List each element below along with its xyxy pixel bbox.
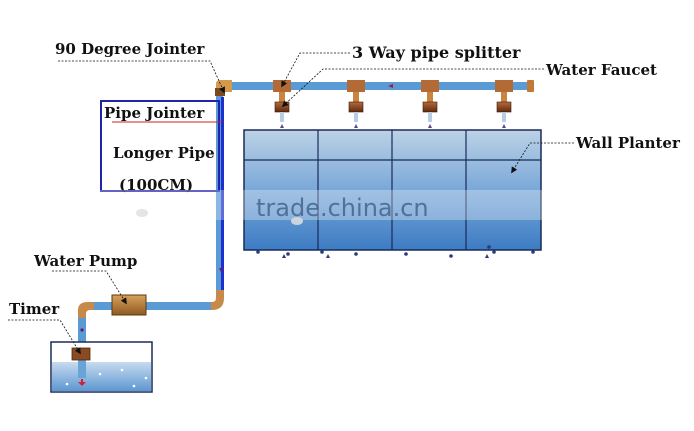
drip bbox=[404, 252, 408, 256]
drip bbox=[320, 250, 324, 254]
pipe-jointer-box bbox=[100, 100, 220, 192]
drip bbox=[487, 245, 491, 249]
degree-jointer-label: 90 Degree Jointer bbox=[55, 40, 206, 58]
splitter-leader bbox=[281, 52, 350, 88]
drip bbox=[449, 254, 453, 258]
splitter-stem bbox=[353, 92, 359, 102]
drip-nozzle bbox=[280, 112, 284, 122]
inlet-arrow-icon bbox=[78, 379, 86, 386]
timer-leader bbox=[8, 319, 81, 355]
faucet-label: Water Faucet bbox=[545, 61, 657, 79]
water-pump-label: Water Pump bbox=[33, 252, 137, 270]
bubble bbox=[144, 376, 148, 380]
drip bbox=[531, 250, 535, 254]
elbow-joint bbox=[215, 88, 225, 96]
drip-icon bbox=[502, 124, 506, 128]
splitter-stem bbox=[427, 92, 433, 102]
degree-jointer-leader bbox=[58, 60, 225, 94]
water-faucet bbox=[274, 101, 290, 113]
drip-nozzle bbox=[428, 112, 432, 122]
faucet-unit bbox=[347, 80, 365, 128]
bubbles bbox=[65, 368, 148, 388]
drip-nozzle bbox=[502, 112, 506, 122]
pipe-jointer-callout: Pipe Jointer Longer Pipe (100CM) bbox=[100, 100, 222, 194]
drip bbox=[256, 250, 260, 254]
faucet-unit bbox=[495, 80, 513, 128]
watermark-blob bbox=[291, 217, 303, 225]
drip bbox=[282, 254, 286, 258]
faucet-leader bbox=[281, 68, 544, 108]
drip bbox=[492, 250, 496, 254]
timer-label: Timer bbox=[9, 300, 60, 318]
drain-drips bbox=[256, 245, 535, 258]
flow-arrow-icon bbox=[219, 268, 223, 272]
drip bbox=[286, 252, 290, 256]
distribution-pipe bbox=[226, 80, 534, 92]
callouts: 90 Degree Jointer 3 Way pipe splitter Wa… bbox=[8, 40, 681, 355]
flow-arrow-icon bbox=[388, 84, 393, 88]
splitter-stem bbox=[279, 92, 285, 102]
drip bbox=[326, 254, 330, 258]
splitter-stem bbox=[501, 92, 507, 102]
three-way-splitter bbox=[495, 80, 513, 92]
three-way-splitter bbox=[421, 80, 439, 92]
watermark-text: trade.china.cn bbox=[256, 194, 429, 222]
watermark: trade.china.cn bbox=[95, 190, 545, 225]
bubble bbox=[120, 368, 124, 372]
faucet-unit bbox=[273, 80, 291, 128]
water-pump-leader bbox=[52, 270, 127, 305]
drip bbox=[354, 252, 358, 256]
pipe-jointer-label: Pipe Jointer bbox=[104, 104, 205, 122]
bubble bbox=[98, 372, 102, 376]
intake-pipe-submerged bbox=[78, 356, 86, 378]
three-way-splitter bbox=[347, 80, 365, 92]
elbow-jointer-bottom bbox=[210, 290, 224, 310]
watermark-band bbox=[95, 190, 545, 220]
watermark-blob bbox=[136, 209, 148, 217]
bubble bbox=[132, 384, 136, 388]
elbow-jointer-left bbox=[78, 302, 94, 318]
timer-device bbox=[71, 347, 91, 361]
faucet-unit bbox=[421, 80, 439, 128]
horizontal-pipe bbox=[226, 82, 530, 90]
splitter-label: 3 Way pipe splitter bbox=[352, 43, 521, 62]
end-cap bbox=[527, 80, 534, 92]
pump-pipe bbox=[93, 302, 211, 310]
pump-line bbox=[78, 294, 211, 362]
water-faucet bbox=[348, 101, 364, 113]
longer-pipe-label: Longer Pipe bbox=[113, 144, 215, 162]
water-pump bbox=[111, 294, 147, 316]
wall-planter bbox=[243, 129, 542, 258]
water-tank bbox=[50, 341, 153, 393]
longer-pipe-length-label: (100CM) bbox=[119, 176, 193, 194]
drip-nozzle bbox=[354, 112, 358, 122]
drip-icon bbox=[428, 124, 432, 128]
drip-icon bbox=[280, 124, 284, 128]
drip bbox=[485, 254, 489, 258]
wall-planter-label: Wall Planter bbox=[575, 134, 681, 152]
water-faucet bbox=[422, 101, 438, 113]
intake-pipe bbox=[78, 318, 86, 362]
tank-water bbox=[52, 362, 151, 391]
flow-arrow-icon bbox=[80, 328, 84, 332]
water-faucet bbox=[496, 101, 512, 113]
bubble bbox=[65, 382, 69, 386]
drip-icon bbox=[354, 124, 358, 128]
wall-planter-leader bbox=[511, 142, 574, 174]
pipe-jointer-edge bbox=[221, 97, 224, 290]
